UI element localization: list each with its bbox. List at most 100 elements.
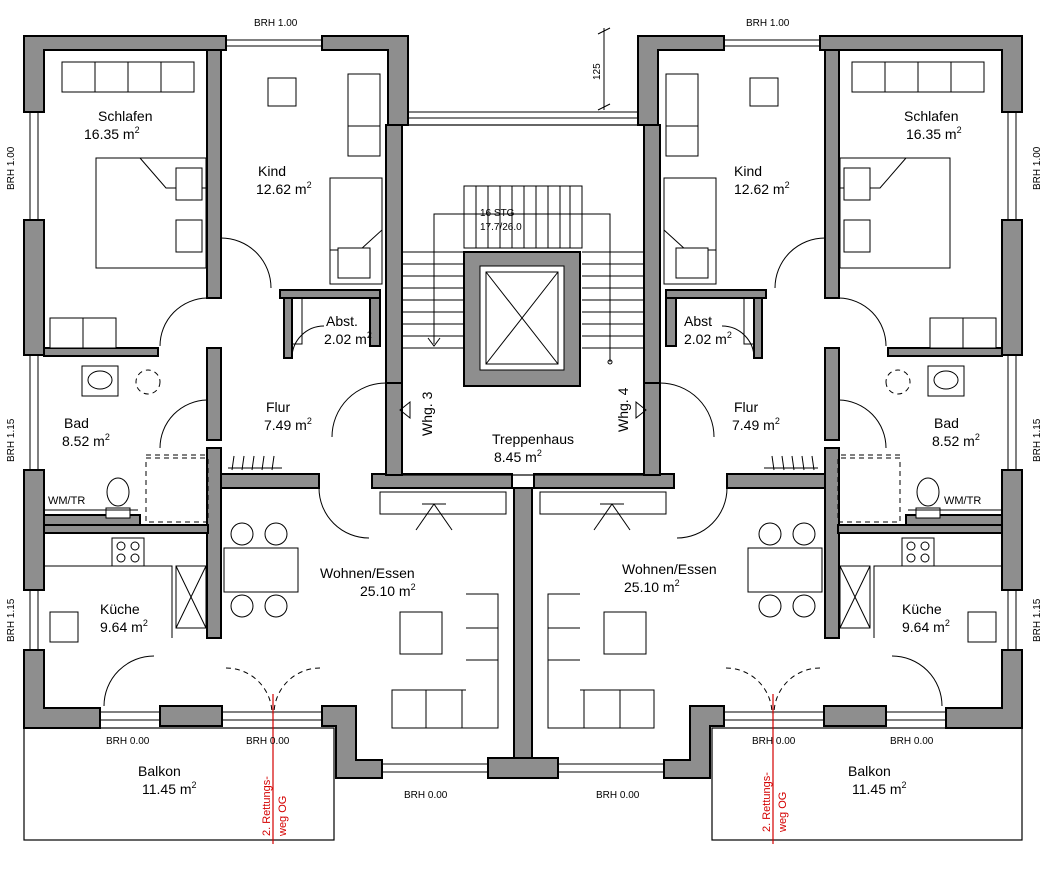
terrace-door [273,667,321,715]
wall [283,297,293,359]
dimension-label: 125 [592,63,603,80]
brh-label: BRH 1.15 [6,598,17,642]
room-name: Flur [266,399,290,415]
stairwell [385,27,661,779]
brh-label: BRH 0.00 [596,790,640,801]
brh-label: BRH 1.15 [1032,598,1043,642]
wall [206,49,222,299]
radiator [228,455,282,471]
sink [81,365,161,397]
toilet [105,477,131,519]
bathtub [145,457,209,523]
wall [23,649,101,729]
wall [321,705,383,779]
wall [371,473,513,489]
unit-right [533,35,1023,841]
kitchen-counter [44,537,207,643]
window [29,355,39,470]
center-party-wall [513,487,533,779]
center-wall-bottom [487,757,559,779]
escape-route-label: weg OG [777,792,789,833]
room-name: WM/TR [944,495,981,507]
stair-steps: 16 STG [480,208,515,219]
room-area: 12.62 m2 [734,180,790,197]
window [29,590,39,650]
tv-board [379,491,507,531]
room-name: Bad [934,415,959,431]
wardrobe [61,61,195,93]
wall [369,297,381,347]
brh-label: BRH 0.00 [890,736,934,747]
door-swing [318,487,370,539]
room-name: Treppenhaus [492,431,574,447]
room-name: Abst. [326,313,358,329]
room-name: Kind [734,163,762,179]
stair-treads [402,185,644,349]
room-name: WM/TR [48,495,85,507]
room-area: 9.64 m2 [100,618,148,635]
wall [385,124,403,384]
stair-walkline [433,213,611,362]
sofa [391,593,499,729]
arrow-right-icon [635,400,647,420]
brh-label: BRH 0.00 [246,736,290,747]
wall [279,289,381,299]
room-area: 25.10 m2 [360,582,416,599]
room-name: Küche [100,601,140,617]
room-name: Wohnen/Essen [622,561,717,577]
stair-arrow [427,337,441,347]
terrace-door [225,667,273,715]
room-name: Abst [684,313,712,329]
unit-label: Whg. 3 [419,391,435,436]
room-area: 25.10 m2 [624,578,680,595]
room-name: Wohnen/Essen [320,565,415,581]
room-area: 2.02 m2 [684,330,732,347]
door-swing [103,655,155,707]
room-area: 7.49 m2 [264,416,312,433]
door-swing [331,382,387,438]
window [29,112,39,220]
wall [23,35,227,113]
room-area: 16.35 m2 [906,125,962,142]
room-name: Flur [734,399,758,415]
wall [23,219,45,356]
door-swing [291,325,325,359]
dresser [49,317,117,349]
wall [220,473,320,489]
room-area: 7.49 m2 [732,416,780,433]
room-name: Bad [64,415,89,431]
room-area: 8.45 m2 [494,448,542,465]
escape-route-label: weg OG [277,796,289,837]
wall [43,524,209,534]
room-name: Balkon [138,763,181,779]
room-area: 8.52 m2 [62,432,110,449]
room-area: 9.64 m2 [902,618,950,635]
room-name: Schlafen [904,108,958,124]
brh-label: BRH 1.00 [6,146,17,190]
room-name: Kind [258,163,286,179]
escape-route-label: 2. Rettungs- [261,776,273,836]
room-area: 2.02 m2 [324,330,372,347]
unit-label: Whg. 4 [615,387,631,432]
room-name: Küche [902,601,942,617]
wall [206,347,222,441]
door-swing [159,297,208,347]
brh-label: BRH 1.15 [1032,418,1043,462]
door-swing [220,237,272,289]
brh-label: BRH 1.00 [254,18,298,29]
dining-table [223,522,299,618]
room-name: Balkon [848,763,891,779]
brh-label: BRH 1.15 [6,418,17,462]
stair-landing-wall [643,382,661,476]
escape-route-label: 2. Rettungs- [761,772,773,832]
room-area: 12.62 m2 [256,180,312,197]
window [100,711,488,773]
door-swing [159,399,208,449]
brh-label: BRH 1.00 [746,18,790,29]
brh-label: BRH 1.00 [1032,146,1043,190]
room-area: 11.45 m2 [852,780,907,797]
unit-left [23,35,513,841]
room-area: 8.52 m2 [932,432,980,449]
bed [95,157,207,269]
